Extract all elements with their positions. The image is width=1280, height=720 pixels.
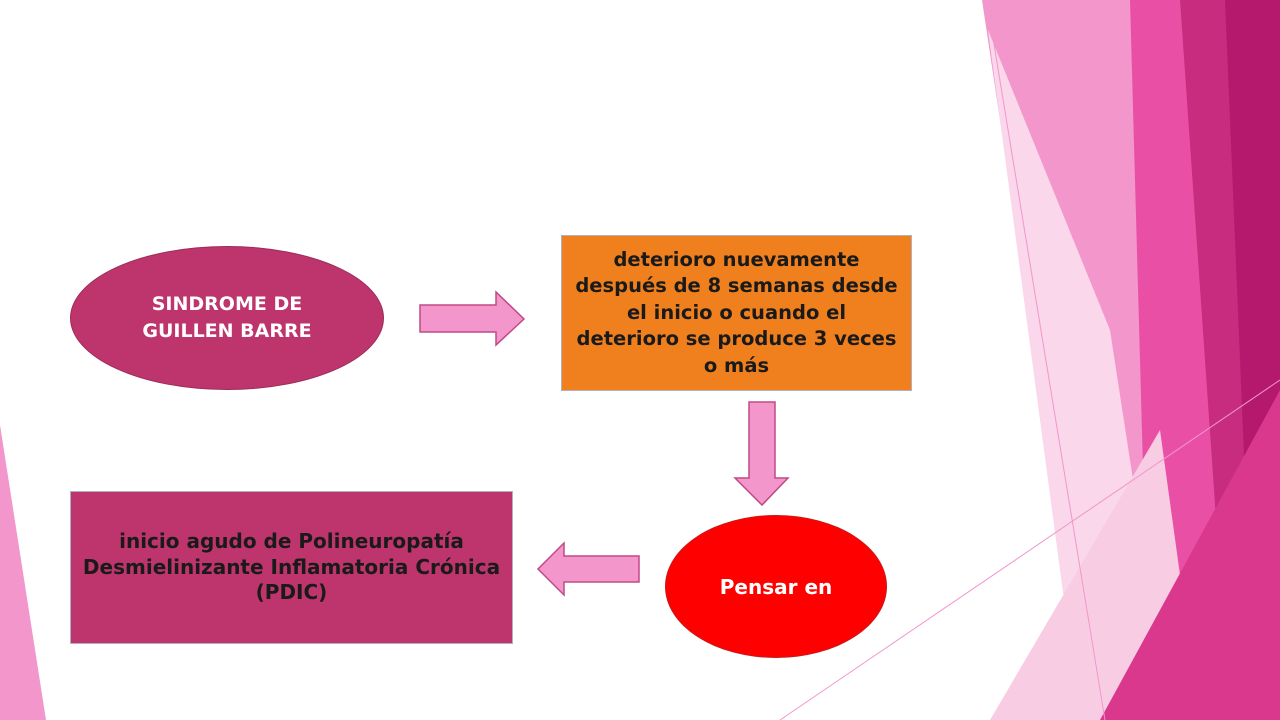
node-deterioro: deterioro nuevamente después de 8 semana… — [561, 235, 912, 391]
node-pensar-en: Pensar en — [665, 515, 887, 658]
node-guillen-barre-text: SINDROME DE GUILLEN BARRE — [142, 293, 312, 342]
node-guillen-barre: SINDROME DE GUILLEN BARRE — [70, 246, 384, 390]
node-pdic: inicio agudo de Polineuropatía Desmielin… — [70, 491, 513, 644]
node-pdic-text: inicio agudo de Polineuropatía Desmielin… — [82, 529, 501, 605]
decor-line-diagonal — [779, 379, 1280, 720]
node-pensar-en-text: Pensar en — [719, 574, 833, 599]
arrow-right — [419, 290, 526, 347]
node-deterioro-text: deterioro nuevamente después de 8 semana… — [575, 247, 898, 377]
arrow-down — [733, 401, 790, 507]
left-edge-sliver — [0, 425, 46, 720]
arrow-left — [536, 541, 640, 597]
lower-pink-facet — [1100, 390, 1280, 720]
decor-line-steep — [989, 19, 1106, 720]
